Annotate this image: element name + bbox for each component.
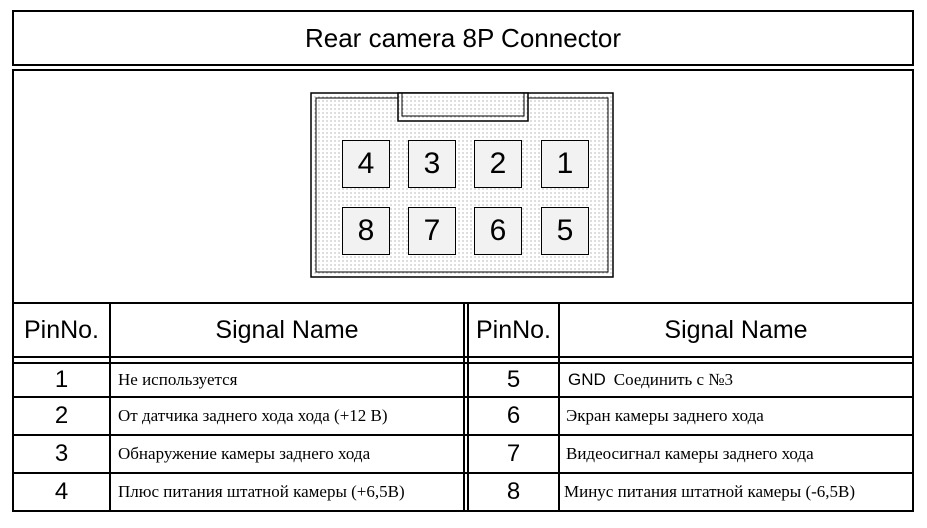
col-rule	[558, 302, 560, 512]
header-signal-right: Signal Name	[664, 315, 808, 344]
header-pin-left: PinNo.	[23, 315, 100, 344]
pin-1: 1	[541, 140, 589, 188]
pin-2: 2	[474, 140, 522, 188]
pin-number-8: 8	[506, 478, 521, 505]
page-title: Rear camera 8P Connector	[304, 22, 621, 53]
col-rule	[467, 302, 469, 512]
col-rule	[109, 302, 111, 512]
signal-pin-3: Обнаружение камеры заднего хода	[118, 444, 371, 463]
header-signal-left: Signal Name	[215, 315, 359, 344]
signal-pin-8: Минус питания штатной камеры (-6,5В)	[564, 482, 856, 501]
pin-7: 7	[408, 207, 456, 255]
pin-3: 3	[408, 140, 456, 188]
pin-number-2: 2	[54, 402, 69, 429]
col-rule	[463, 302, 465, 512]
signal-pin-5: GND Соединить с №3	[568, 364, 910, 396]
signal-pin-6: Экран камеры заднего хода	[566, 406, 764, 425]
connector-diagram: 4 3 2 1 8 7 6 5	[310, 92, 614, 278]
pin-number-1: 1	[54, 366, 69, 393]
pin-5: 5	[541, 207, 589, 255]
pin-number-3: 3	[54, 440, 69, 467]
title-frame	[12, 10, 914, 66]
pin-4: 4	[342, 140, 390, 188]
pin-8: 8	[342, 207, 390, 255]
pin-number-4: 4	[54, 478, 69, 505]
pin-number-7: 7	[506, 440, 521, 467]
gnd-label: GND	[568, 370, 606, 389]
header-pin-right: PinNo.	[475, 315, 552, 344]
pin-number-5: 5	[506, 366, 521, 393]
signal-pin-1: Не используется	[118, 370, 238, 389]
signal-pin-2: От датчика заднего хода хода (+12 В)	[118, 406, 388, 425]
signal-pin-7: Видеосигнал камеры заднего хода	[566, 444, 814, 463]
signal-pin-4: Плюс питания штатной камеры (+6,5В)	[118, 482, 405, 501]
pin-6: 6	[474, 207, 522, 255]
pin-number-6: 6	[506, 402, 521, 429]
signal-pin-5-text: Соединить с №3	[613, 370, 734, 389]
